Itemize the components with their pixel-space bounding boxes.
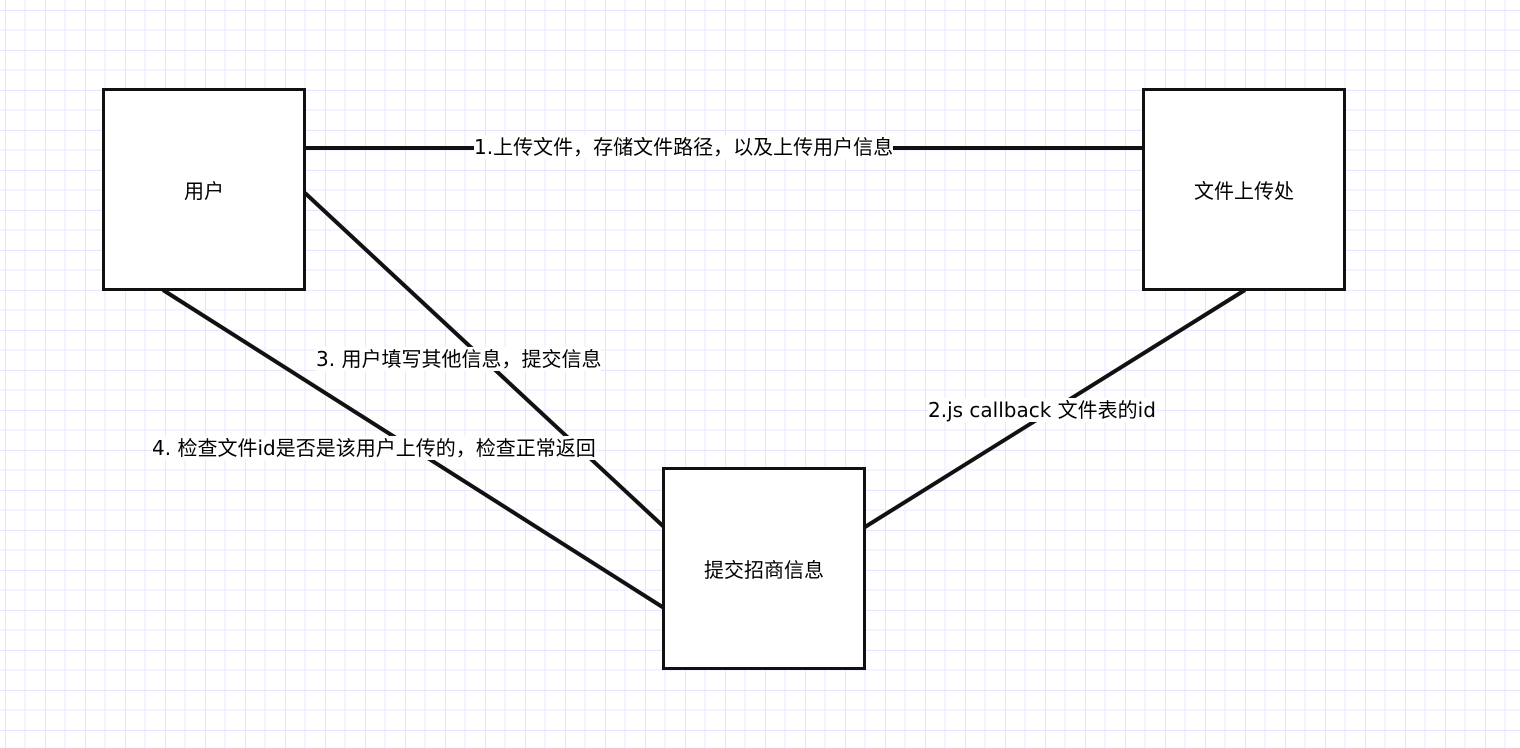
node-submit-label: 提交招商信息 bbox=[704, 558, 824, 582]
edge-4-label: 4. 检查文件id是否是该用户上传的，检查正常返回 bbox=[152, 436, 596, 460]
node-user[interactable]: 用户 bbox=[102, 88, 306, 291]
node-submit[interactable]: 提交招商信息 bbox=[662, 467, 866, 670]
edge-2-label: 2.js callback 文件表的id bbox=[928, 398, 1156, 422]
node-upload[interactable]: 文件上传处 bbox=[1142, 88, 1346, 291]
node-user-label: 用户 bbox=[184, 179, 224, 203]
node-upload-label: 文件上传处 bbox=[1194, 179, 1294, 203]
edge-1-label: 1.上传文件，存储文件路径，以及上传用户信息 bbox=[474, 135, 894, 159]
edge-3-label: 3. 用户填写其他信息，提交信息 bbox=[316, 347, 602, 371]
